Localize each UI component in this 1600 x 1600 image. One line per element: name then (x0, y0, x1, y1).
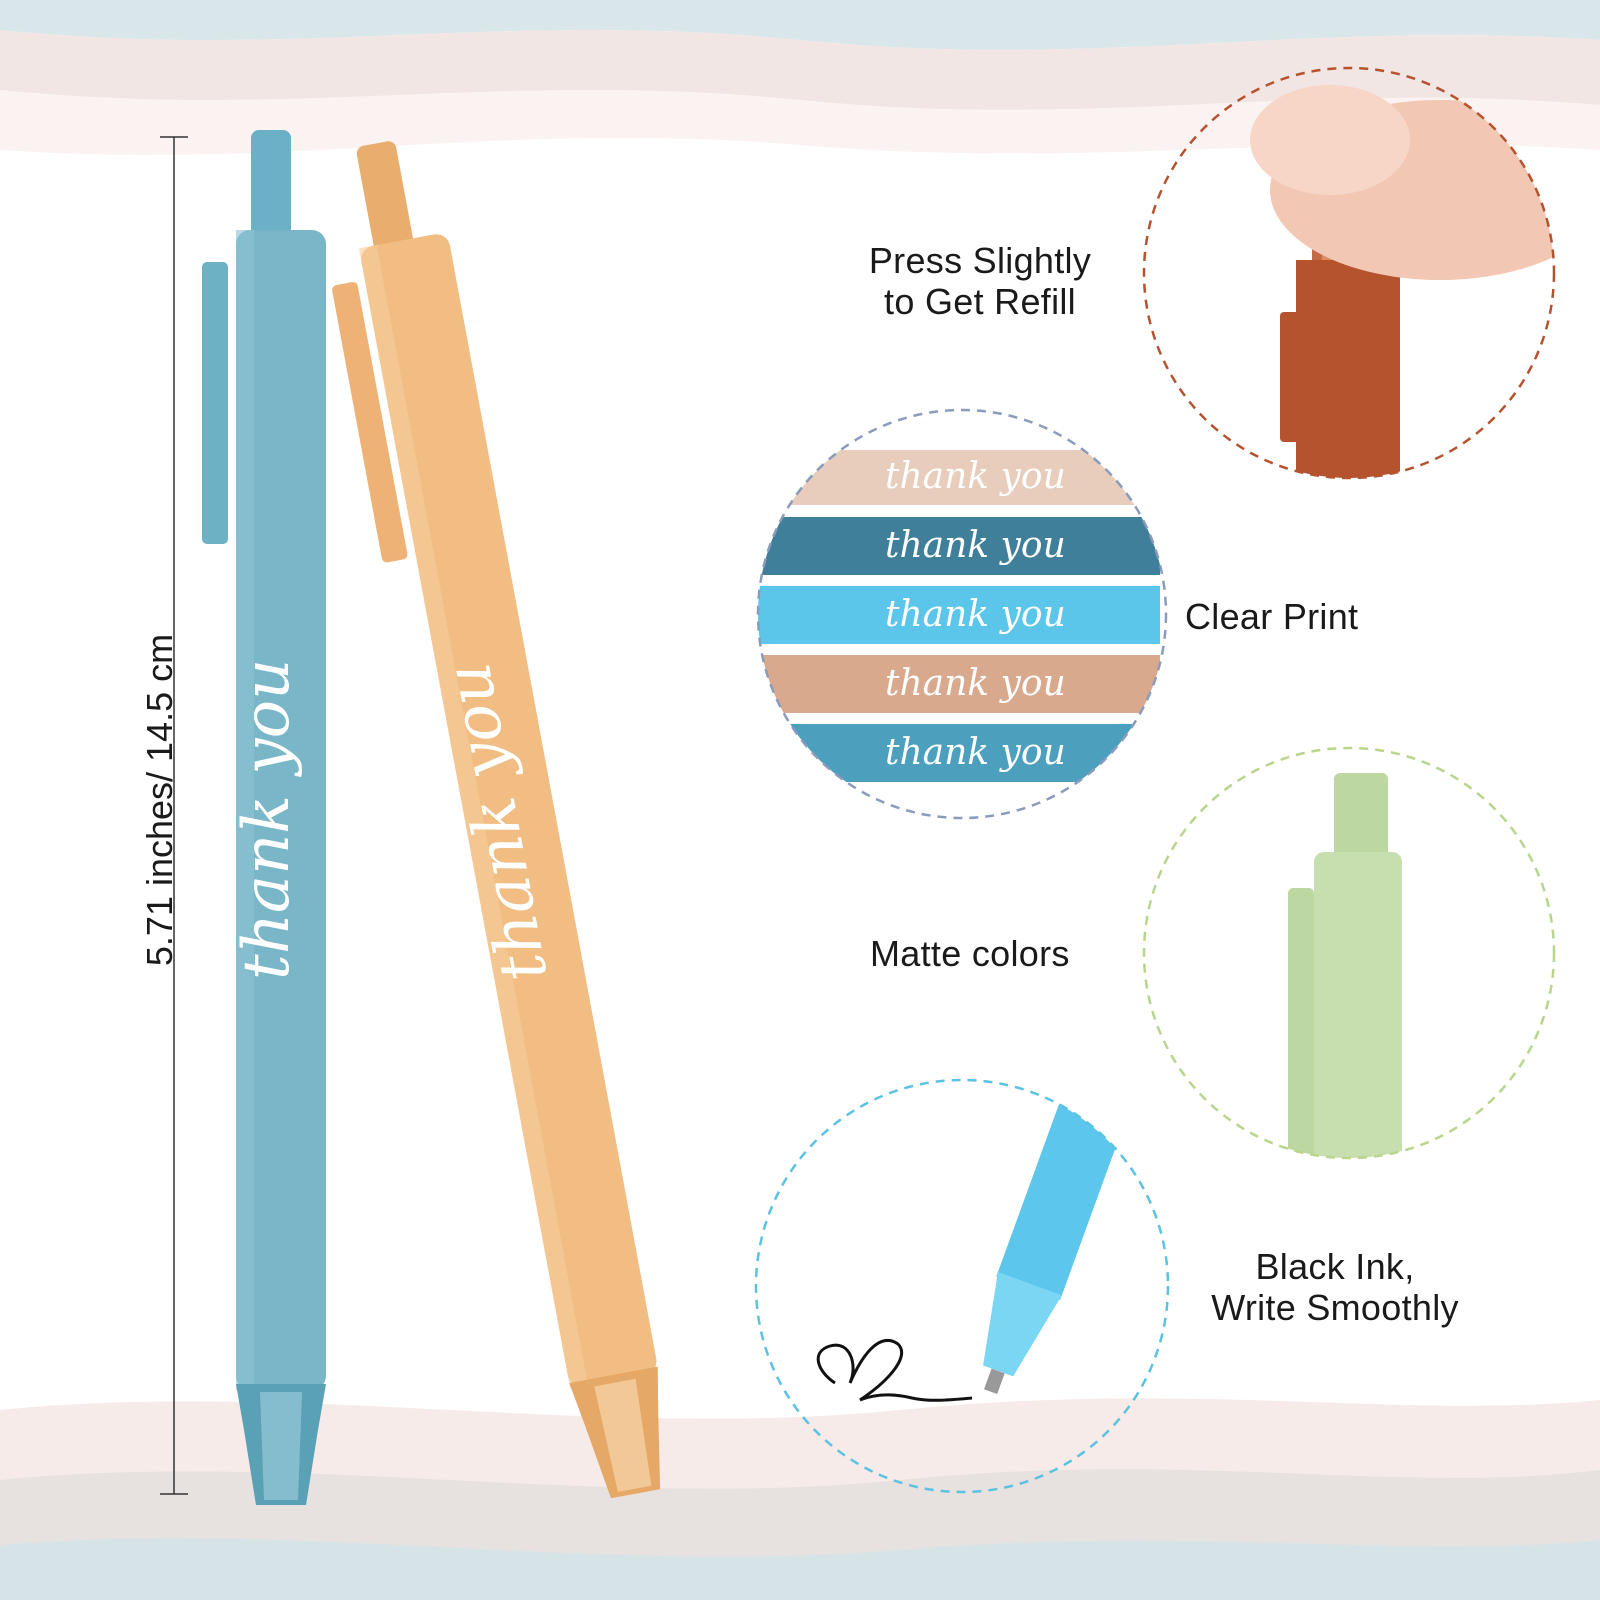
print-strip-text-1: thank you (885, 456, 1066, 497)
matte-label: Matte colors (870, 933, 1070, 974)
blue-pen-print: thank you (230, 659, 304, 980)
matte-circle-border (1142, 746, 1556, 1160)
print-strip-text-4: thank you (885, 663, 1066, 704)
print-label: Clear Print (1185, 596, 1359, 637)
print-strip-2 (758, 517, 1160, 575)
refill-circle-border (1142, 66, 1556, 480)
print-strip-text-5: thank you (885, 732, 1066, 773)
print-strip-4 (758, 655, 1160, 713)
ink-circle-border (754, 1078, 1170, 1494)
print-strip-text-3: thank you (885, 594, 1066, 635)
print-circle-border (756, 408, 1168, 820)
print-strip-text-2: thank you (885, 525, 1066, 566)
ink-label: Black Ink, Write Smoothly (1211, 1246, 1459, 1328)
print-strip-3 (758, 586, 1160, 644)
refill-label: Press Slightly to Get Refill (868, 240, 1092, 322)
signature-scribble (816, 1338, 973, 1402)
